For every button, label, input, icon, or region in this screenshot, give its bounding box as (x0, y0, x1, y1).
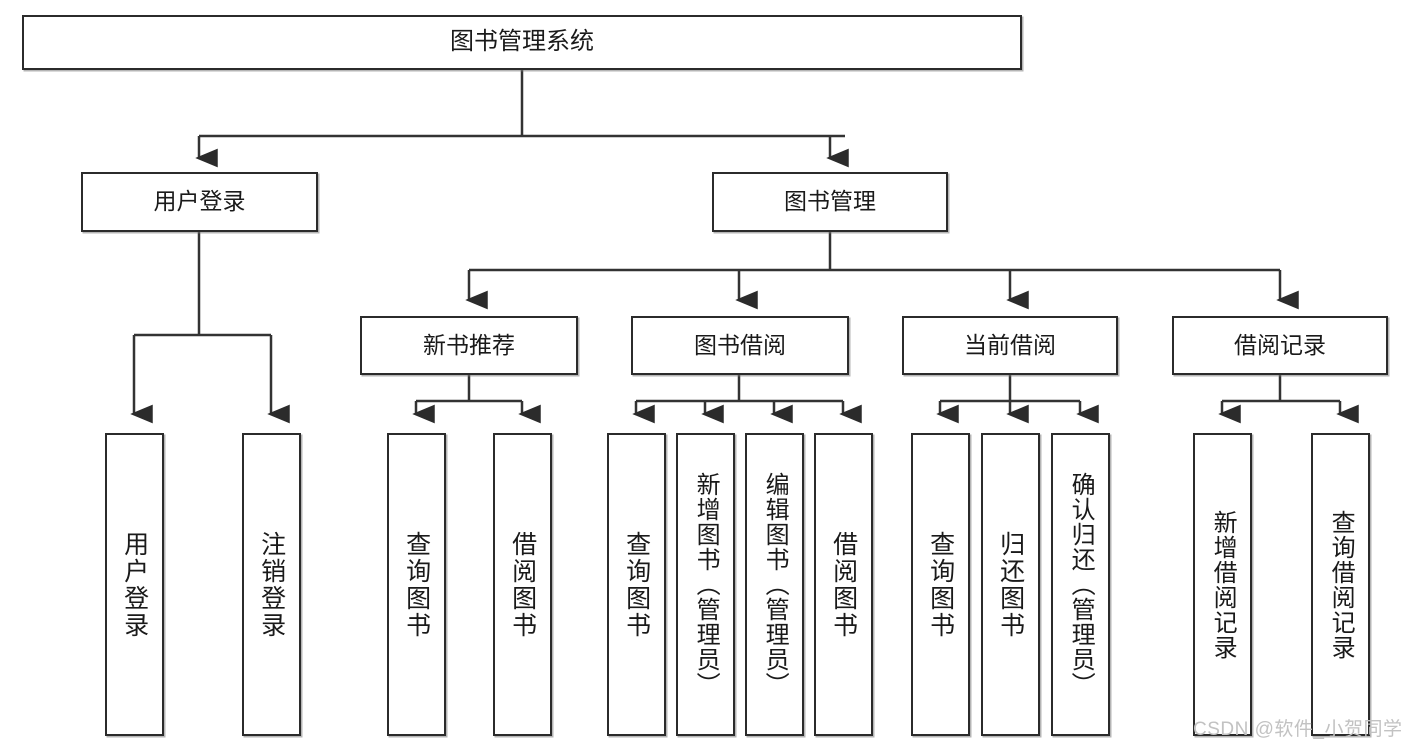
node-new-book-rec[interactable]: 新书推荐 (360, 316, 578, 375)
leaf-add-book[interactable]: 新增图书（管理员） (676, 433, 735, 736)
node-book-manage[interactable]: 图书管理 (712, 172, 948, 232)
node-book-borrow-label: 图书借阅 (694, 331, 786, 358)
node-user-login-label: 用户登录 (153, 188, 246, 215)
leaf-return-book[interactable]: 归还图书 (981, 433, 1040, 736)
leaf-query-book-1[interactable]: 查询图书 (387, 433, 446, 736)
leaf-user-login[interactable]: 用户登录 (105, 433, 164, 736)
leaf-edit-book[interactable]: 编辑图书（管理员） (745, 433, 804, 736)
node-borrow-record-label: 借阅记录 (1234, 331, 1326, 358)
node-current-borrow[interactable]: 当前借阅 (902, 316, 1118, 375)
leaf-user-login-label: 用户登录 (120, 530, 149, 639)
leaf-borrow-book-1-label: 借阅图书 (508, 530, 537, 639)
leaf-borrow-book-2-label: 借阅图书 (829, 530, 858, 639)
leaf-borrow-book-2[interactable]: 借阅图书 (814, 433, 873, 736)
leaf-query-record[interactable]: 查询借阅记录 (1311, 433, 1370, 736)
leaf-query-book-3[interactable]: 查询图书 (911, 433, 970, 736)
leaf-query-book-1-label: 查询图书 (402, 530, 431, 639)
leaf-logout[interactable]: 注销登录 (242, 433, 301, 736)
node-root[interactable]: 图书管理系统 (22, 15, 1022, 70)
node-current-borrow-label: 当前借阅 (964, 331, 1056, 358)
watermark: CSDN @软件_小贺同学 (1193, 719, 1403, 740)
leaf-add-record-label: 新增借阅记录 (1209, 509, 1237, 660)
leaf-borrow-book-1[interactable]: 借阅图书 (493, 433, 552, 736)
leaf-logout-label: 注销登录 (257, 530, 286, 639)
leaf-query-book-2-label: 查询图书 (622, 530, 651, 639)
leaf-query-book-2[interactable]: 查询图书 (607, 433, 666, 736)
node-borrow-record[interactable]: 借阅记录 (1172, 316, 1388, 375)
leaf-confirm-return-label: 确认归还（管理员） (1067, 472, 1095, 697)
node-book-manage-label: 图书管理 (784, 188, 876, 215)
leaf-query-record-label: 查询借阅记录 (1327, 509, 1355, 660)
node-book-borrow[interactable]: 图书借阅 (631, 316, 849, 375)
leaf-query-book-3-label: 查询图书 (926, 530, 955, 639)
leaf-add-record[interactable]: 新增借阅记录 (1193, 433, 1252, 736)
node-root-label: 图书管理系统 (450, 28, 594, 56)
leaf-edit-book-label: 编辑图书（管理员） (761, 472, 789, 697)
leaf-add-book-label: 新增图书（管理员） (692, 472, 720, 697)
node-user-login[interactable]: 用户登录 (81, 172, 318, 232)
leaf-confirm-return[interactable]: 确认归还（管理员） (1051, 433, 1110, 736)
leaf-return-book-label: 归还图书 (996, 530, 1025, 639)
node-new-book-rec-label: 新书推荐 (423, 331, 515, 358)
